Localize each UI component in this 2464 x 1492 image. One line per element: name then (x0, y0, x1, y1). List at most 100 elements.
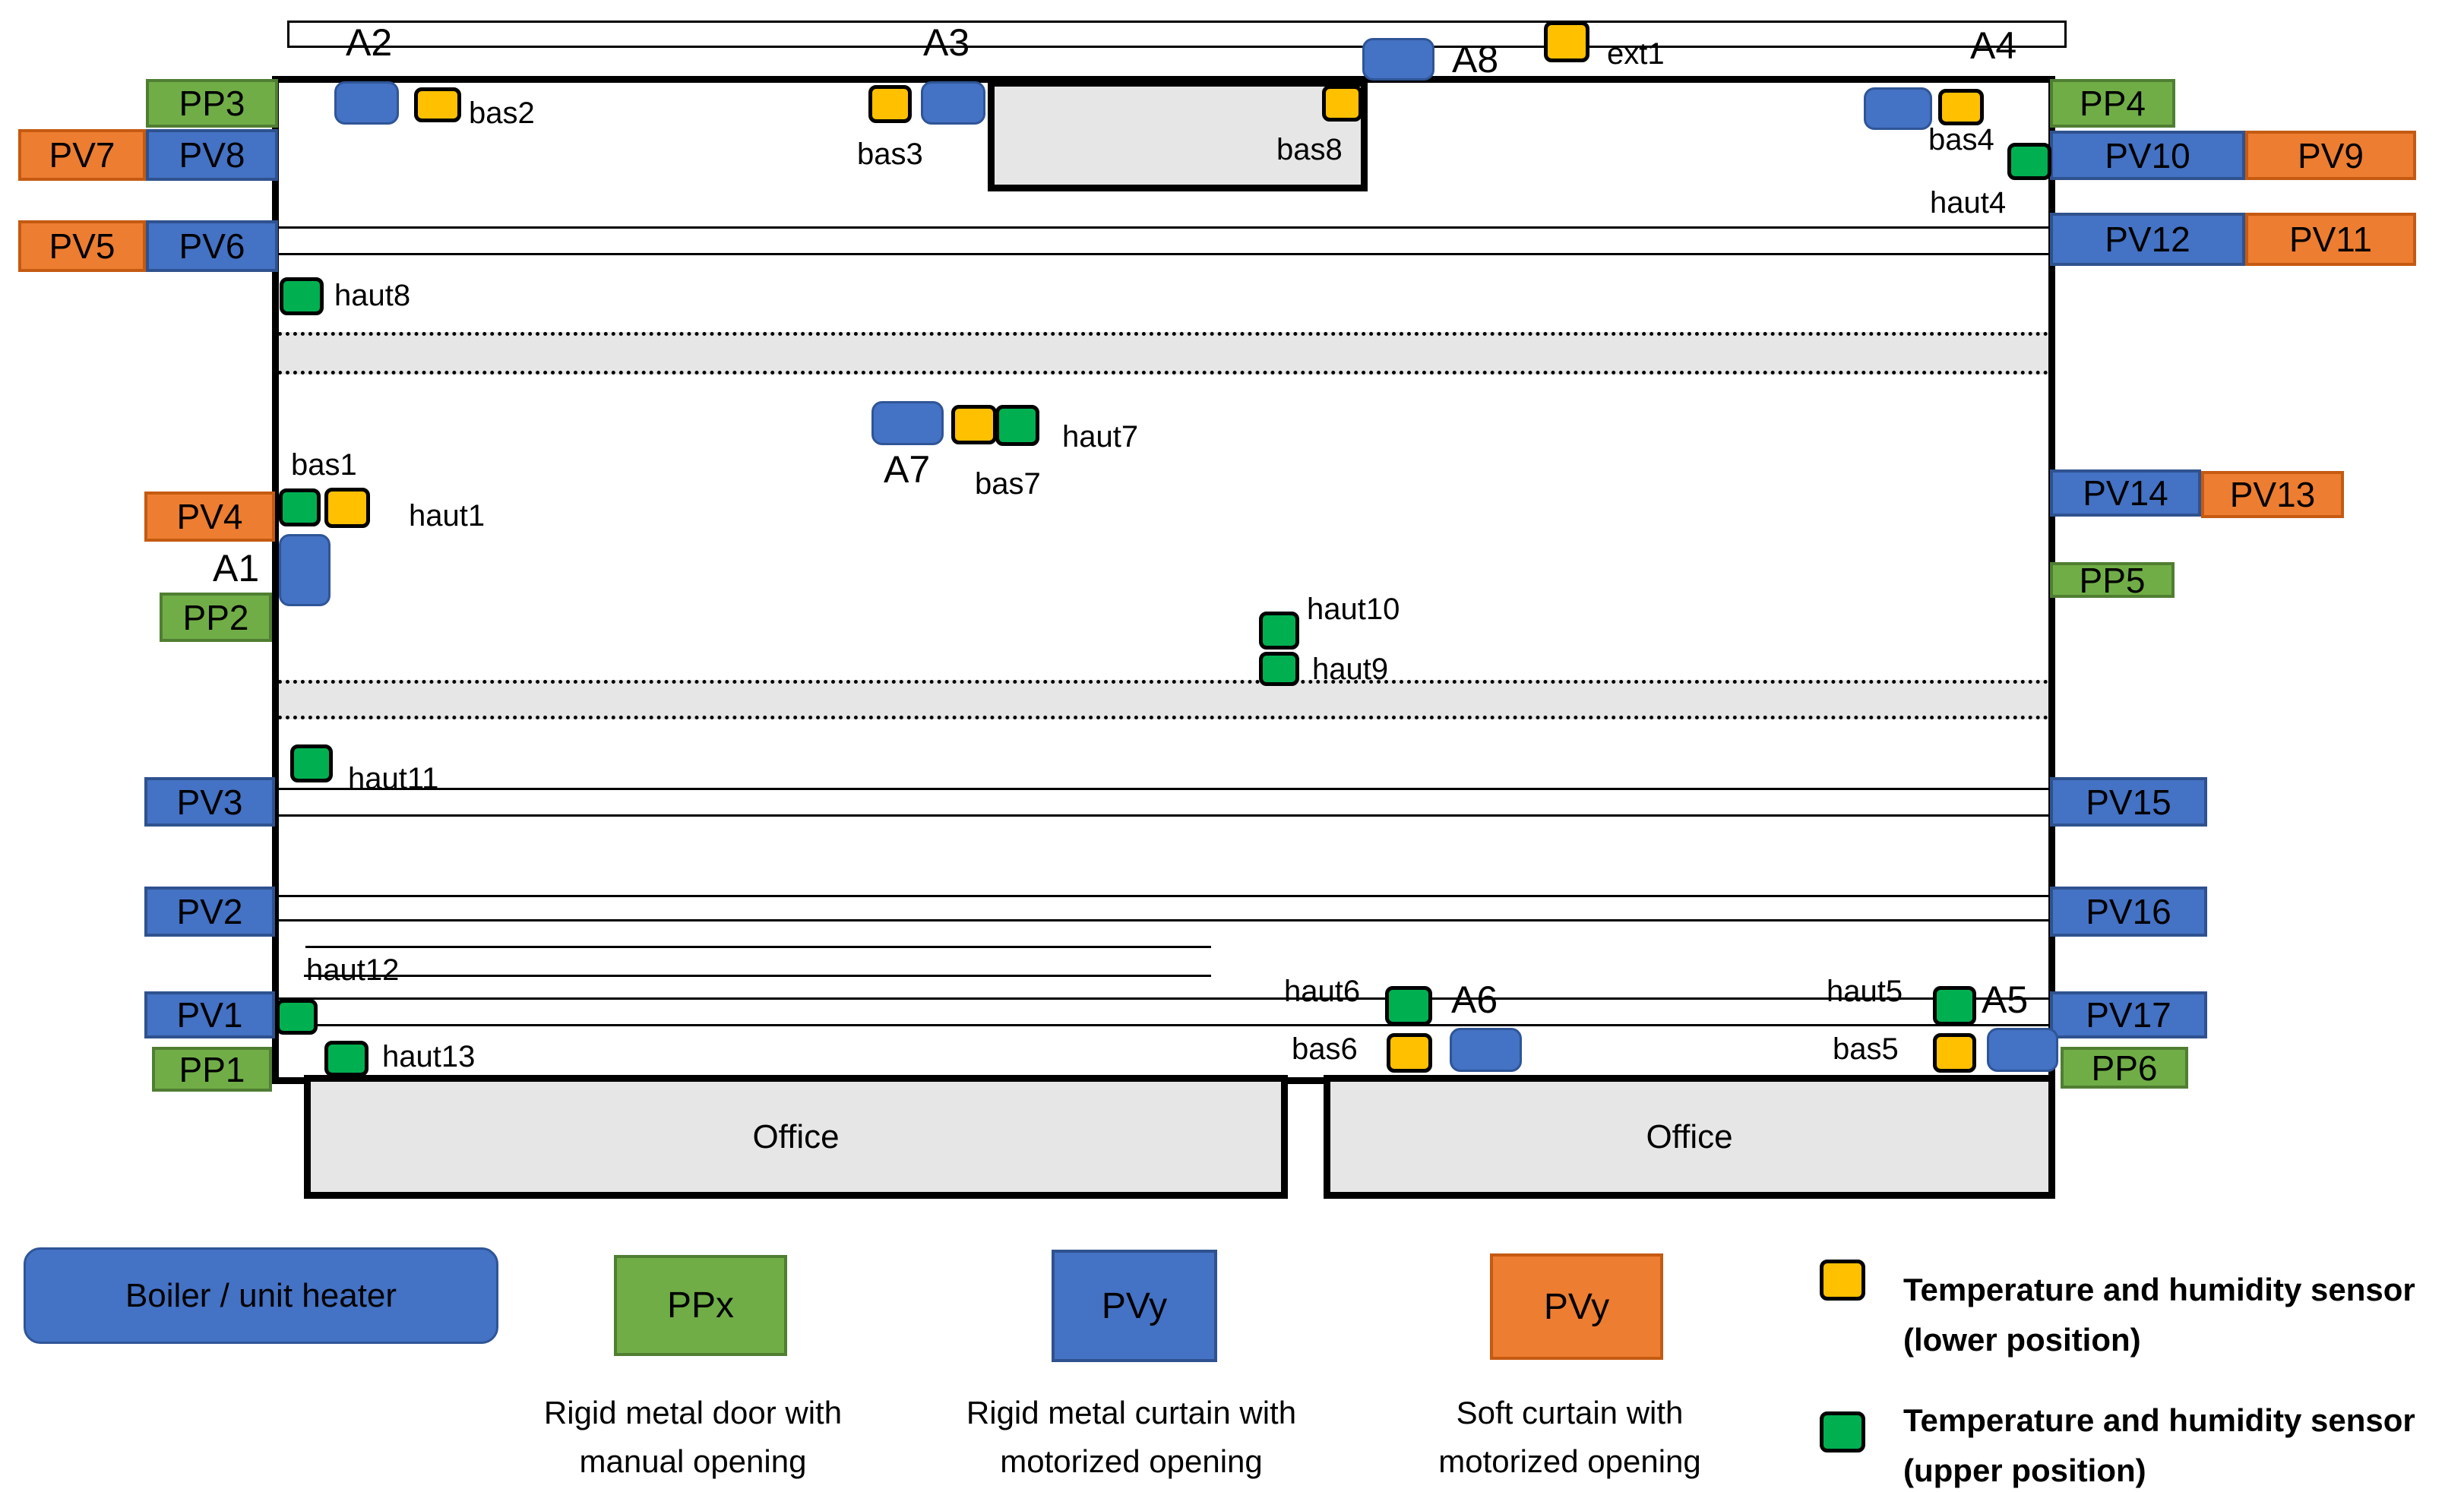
label-bas2: bas2 (469, 96, 535, 130)
curtain-line-1 (278, 226, 2048, 229)
sensor-bas4 (1938, 89, 1984, 125)
label-A1: A1 (213, 547, 260, 590)
heater-A7 (871, 401, 944, 445)
label-haut4: haut4 (1930, 186, 2007, 220)
label-A3: A3 (923, 21, 970, 64)
curtain-PV12: PV12 (2050, 213, 2245, 266)
curtain-PV5: PV5 (18, 220, 146, 272)
label-A7: A7 (884, 448, 931, 491)
label-haut6: haut6 (1284, 975, 1361, 1008)
storage-room (988, 80, 1368, 191)
curtain-PV7: PV7 (18, 129, 146, 181)
overhead-rail (287, 21, 2067, 48)
label-haut8: haut8 (334, 279, 411, 312)
sensor-haut1 (324, 488, 370, 528)
curtain-line-3 (278, 788, 2048, 790)
legend-soft-curtain-swatch: PVy (1490, 1253, 1663, 1360)
legend-door-swatch: PPx (614, 1255, 787, 1356)
label-haut11: haut11 (348, 762, 439, 795)
label-bas7: bas7 (975, 467, 1041, 501)
label-haut13: haut13 (382, 1040, 476, 1073)
office-left: Office (304, 1075, 1288, 1199)
label-bas5: bas5 (1833, 1032, 1899, 1066)
curtain-line-2 (278, 253, 2048, 255)
label-haut7: haut7 (1062, 420, 1139, 454)
sensor-bas5 (1933, 1033, 1976, 1073)
heater-A3 (921, 81, 985, 125)
curtain-line-7 (305, 946, 1211, 948)
curtain-PV9: PV9 (2245, 131, 2416, 180)
office-right-label: Office (1646, 1117, 1733, 1155)
curtain-PV6: PV6 (146, 220, 278, 272)
label-bas1: bas1 (291, 448, 357, 482)
curtain-PV2: PV2 (144, 887, 275, 937)
sensor-haut10 (1259, 612, 1299, 650)
label-bas3: bas3 (857, 138, 923, 171)
sensor-bas7 (951, 405, 997, 444)
label-A2: A2 (346, 21, 393, 64)
curtain-PV3: PV3 (144, 777, 275, 827)
sensor-bas8 (1322, 85, 1362, 122)
sensor-haut11 (290, 744, 333, 782)
aisle-band-1 (278, 332, 2049, 375)
curtain-PV11: PV11 (2245, 213, 2416, 266)
door-PP5: PP5 (2050, 561, 2175, 600)
sensor-ext1 (1544, 21, 1589, 62)
legend-sensor-upper-swatch (1820, 1411, 1865, 1452)
label-haut1: haut1 (409, 499, 486, 533)
label-haut5: haut5 (1827, 975, 1903, 1008)
label-bas6: bas6 (1292, 1032, 1358, 1066)
legend-soft-curtain-swatch-caption-1: Soft curtain with (1456, 1395, 1684, 1430)
aisle-band-2 (278, 680, 2049, 719)
label-haut9: haut9 (1312, 653, 1389, 686)
curtain-PV16: PV16 (2050, 887, 2207, 937)
sensor-haut4 (2007, 143, 2051, 180)
legend-soft-curtain-swatch-caption-2: motorized opening (1438, 1443, 1701, 1479)
door-PP3: PP3 (146, 79, 278, 128)
legend-sensor-lower-text-2: (lower position) (1903, 1322, 2141, 1358)
label-A5: A5 (1982, 978, 2029, 1021)
sensor-haut8 (280, 277, 324, 315)
curtain-line-10 (278, 1024, 2048, 1026)
curtain-PV15: PV15 (2050, 777, 2207, 827)
curtain-PV10: PV10 (2050, 131, 2245, 180)
curtain-PV13: PV13 (2201, 471, 2344, 518)
door-PP1: PP1 (152, 1047, 272, 1092)
curtain-line-8 (304, 975, 1211, 977)
curtain-line-5 (278, 895, 2048, 897)
sensor-bas6 (1387, 1033, 1432, 1073)
door-PP6: PP6 (2061, 1047, 2188, 1089)
sensor-bas3 (868, 85, 912, 123)
curtain-PV1: PV1 (144, 991, 275, 1038)
legend-sensor-lower-swatch (1820, 1260, 1865, 1301)
label-A4: A4 (1970, 24, 2017, 67)
sensor-haut9 (1259, 652, 1299, 686)
legend-rigid-curtain-swatch-caption-1: Rigid metal curtain with (966, 1395, 1297, 1430)
sensor-haut5 (1933, 986, 1976, 1026)
curtain-line-9 (278, 997, 2048, 1000)
heater-A2 (334, 81, 399, 125)
sensor-haut12 (276, 999, 318, 1035)
heater-A6 (1450, 1028, 1522, 1072)
label-A6: A6 (1451, 978, 1498, 1021)
sensor-bas2 (414, 87, 461, 122)
sensor-haut6 (1385, 986, 1432, 1026)
office-left-label: Office (752, 1117, 840, 1155)
heater-A5 (1987, 1028, 2058, 1072)
door-PP4: PP4 (2050, 79, 2175, 128)
door-PP2: PP2 (160, 593, 272, 642)
office-right: Office (1324, 1075, 2055, 1199)
label-bas4: bas4 (1928, 123, 1994, 156)
curtain-PV4: PV4 (144, 492, 275, 542)
legend-rigid-curtain-swatch-caption-2: motorized opening (1000, 1443, 1263, 1479)
legend-rigid-curtain-swatch: PVy (1052, 1250, 1217, 1362)
curtain-line-4 (278, 814, 2048, 817)
label-haut12: haut12 (306, 953, 400, 987)
label-bas8: bas8 (1276, 133, 1343, 166)
label-haut10: haut10 (1307, 593, 1400, 626)
legend-door-swatch-caption-1: Rigid metal door with (543, 1395, 843, 1430)
label-A8: A8 (1452, 38, 1499, 81)
heater-A4 (1864, 87, 1932, 130)
legend-door-swatch-caption-2: manual opening (579, 1443, 807, 1479)
